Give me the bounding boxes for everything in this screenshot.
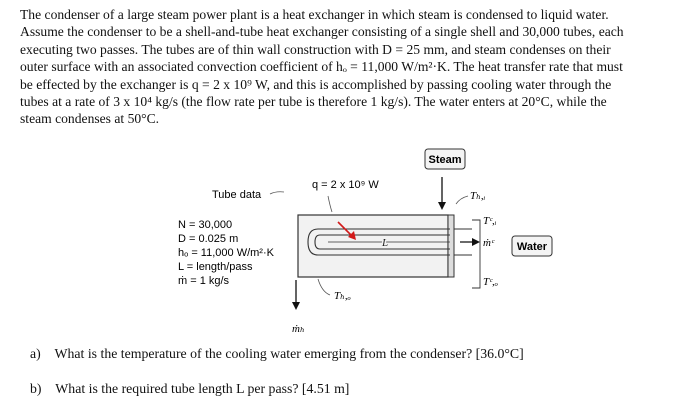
tube-data-l: L = length/pass <box>178 261 253 273</box>
problem-line: executing two passes. The tubes are of t… <box>20 41 611 57</box>
shell-body <box>297 214 449 278</box>
l-label: L <box>381 237 388 249</box>
u-tube-outer <box>307 228 450 256</box>
tube-sheet <box>447 214 455 278</box>
arrow-head-icon <box>292 302 300 310</box>
condenser-diagram: Steam Tₕ,ᵢ Tube data q = 2 x 10⁹ W L Tᶜ,… <box>178 148 553 335</box>
leader-line <box>317 278 331 296</box>
leader-line <box>455 195 469 205</box>
q-label: q = 2 x 10⁹ W <box>312 179 379 191</box>
tube-data-ho: hₒ = 11,000 W/m²·K <box>178 247 275 259</box>
leader-line <box>327 195 333 213</box>
tc-out-label: Tᶜ,ₒ <box>483 276 498 288</box>
water-box <box>511 235 553 257</box>
mc-label: ṁᶜ <box>483 237 495 249</box>
tube-data-label: Tube data <box>212 189 262 201</box>
th-out-label: Tₕ,ₒ <box>334 290 351 302</box>
water-bracket <box>472 219 481 289</box>
arrow-head-icon <box>472 238 480 246</box>
arrow-head-icon <box>348 231 356 240</box>
mh-label: ṁₕ <box>292 323 305 335</box>
problem-line: outer surface with an associated convect… <box>20 59 623 75</box>
water-label: Water <box>517 241 548 253</box>
question-a: a) What is the temperature of the coolin… <box>30 346 524 361</box>
problem-statement: The condenser of a large steam power pla… <box>20 6 692 128</box>
arrow-head-icon <box>438 202 446 210</box>
tube-data-m: ṁ = 1 kg/s <box>178 275 230 287</box>
u-tube-inner <box>314 234 450 250</box>
problem-line: tubes at a rate of 3 x 10⁴ kg/s (the flo… <box>20 94 607 110</box>
problem-line: Assume the condenser to be a shell-and-t… <box>20 24 624 40</box>
leader-line <box>269 191 285 195</box>
problem-line: be effected by the exchanger is q = 2 x … <box>20 76 612 92</box>
question-b: b) What is the required tube length L pe… <box>30 381 350 396</box>
tc-in-label: Tᶜ,ᵢ <box>483 215 497 227</box>
problem-line: The condenser of a large steam power pla… <box>20 7 609 22</box>
tube-data-d: D = 0.025 m <box>178 233 238 245</box>
steam-box <box>424 148 466 170</box>
steam-label: Steam <box>428 154 461 166</box>
tube-data-n: N = 30,000 <box>178 219 232 231</box>
th-in-label: Tₕ,ᵢ <box>470 190 486 202</box>
problem-line: steam condenses at 50°C. <box>20 111 160 127</box>
